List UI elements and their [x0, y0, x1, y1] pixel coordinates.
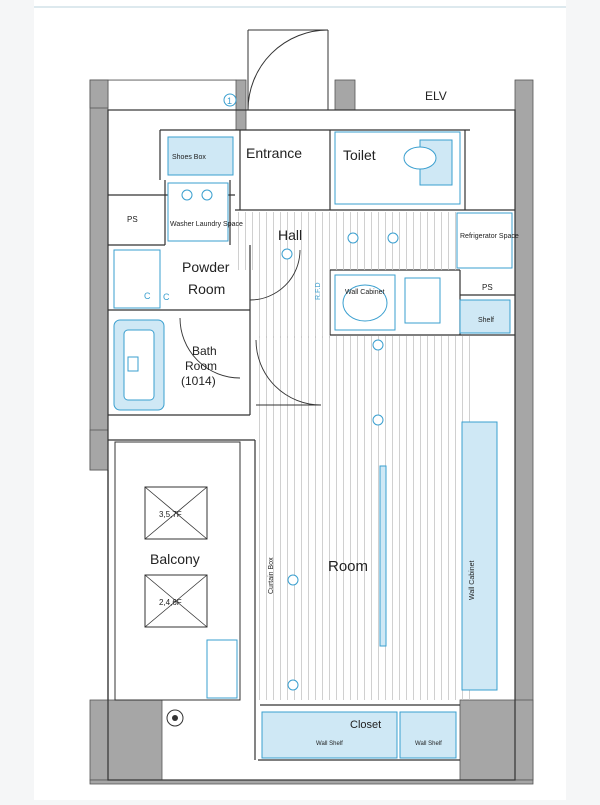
hall-floor — [237, 212, 457, 270]
label-shelf: Shelf — [478, 317, 494, 324]
label-refrigerator: Refrigerator Space — [460, 233, 519, 240]
label-powder-1: Powder — [182, 259, 230, 275]
label-closet: Closet — [350, 719, 381, 731]
label-ps: PS — [127, 215, 138, 224]
label-bath-1: Bath — [192, 344, 217, 358]
label-wall-shelf-1: Wall Shelf — [316, 741, 343, 747]
label-cell-c1: C — [163, 292, 170, 302]
label-bath-3: (1014) — [181, 374, 216, 388]
drain-center — [172, 715, 178, 721]
top-rule — [34, 6, 566, 8]
label-elv: ELV — [425, 89, 447, 103]
label-room: Room — [328, 558, 368, 575]
label-floors-b: 2,4,6F — [159, 598, 182, 607]
label-toilet: Toilet — [343, 147, 376, 163]
label-door-number: 1 — [227, 96, 232, 106]
label-wall-shelf-2: Wall Shelf — [415, 741, 442, 747]
hall-floor-lower — [255, 270, 330, 338]
label-wall-cabinet: Wall Cabinet — [345, 289, 384, 296]
label-balcony: Balcony — [150, 551, 200, 567]
label-entrance: Entrance — [246, 145, 302, 161]
label-floors-a: 3,5,7F — [159, 510, 182, 519]
label-shoes-box: Shoes Box — [172, 154, 206, 161]
label-curtain-box: Curtain Box — [268, 557, 275, 594]
room-floor — [258, 336, 470, 700]
label-hall: Hall — [278, 227, 302, 243]
label-washer-laundry: Washer Laundry Space — [170, 221, 243, 228]
label-powder-2: Room — [188, 281, 225, 297]
label-cell-c2: C — [144, 291, 151, 301]
label-vertical-rf: R.F.D — [315, 283, 322, 301]
label-bath-2: Room — [185, 359, 217, 373]
label-wall-cabinet-right: Wall Cabinet — [469, 561, 476, 600]
label-ps-2: PS — [482, 283, 493, 292]
